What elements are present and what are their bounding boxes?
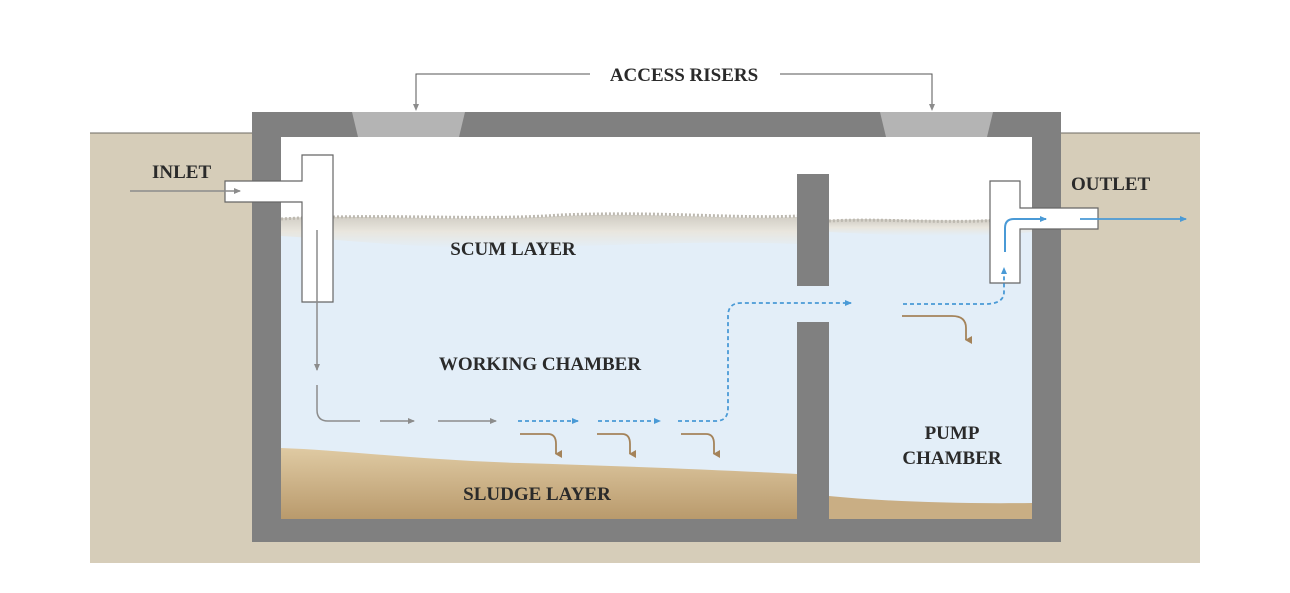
settling-arrow-1 <box>520 433 562 458</box>
blue-flow-to-outlet <box>903 267 1007 305</box>
sludge-layer-label: SLUDGE LAYER <box>463 484 611 505</box>
scum-crust <box>280 212 798 221</box>
settling-arrow-3 <box>681 433 720 458</box>
inlet-pipe <box>224 154 334 303</box>
access-riser-right <box>880 112 993 137</box>
access-risers-label: ACCESS RISERS <box>610 65 758 86</box>
access-risers-leader-left <box>413 73 590 111</box>
working-chamber-label: WORKING CHAMBER <box>439 354 641 375</box>
access-riser-left <box>352 112 465 137</box>
scum-layer-pump <box>829 219 1032 236</box>
blue-flow-rise <box>678 300 852 422</box>
pump-chamber-label-line1: PUMP <box>925 423 980 444</box>
baffle-wall-lower <box>797 322 829 519</box>
scum-layer-label: SCUM LAYER <box>450 239 576 260</box>
inlet-label: INLET <box>152 162 211 183</box>
sludge-layer <box>281 448 797 519</box>
access-risers-leader-right <box>780 73 935 111</box>
baffle-wall-upper <box>797 174 829 286</box>
settling-arrow-pump <box>902 315 972 344</box>
sludge-layer-pump <box>829 496 1032 519</box>
outlet-label: OUTLET <box>1071 174 1151 195</box>
scum-crust-pump <box>828 218 1032 223</box>
pump-chamber-label-line2: CHAMBER <box>902 448 1002 469</box>
settling-arrow-2 <box>597 433 636 458</box>
grey-flow-curve <box>316 385 360 422</box>
outlet-pipe <box>989 180 1099 284</box>
blue-flow-in-outlet-pipe <box>1004 216 1047 252</box>
scum-layer <box>281 214 797 249</box>
